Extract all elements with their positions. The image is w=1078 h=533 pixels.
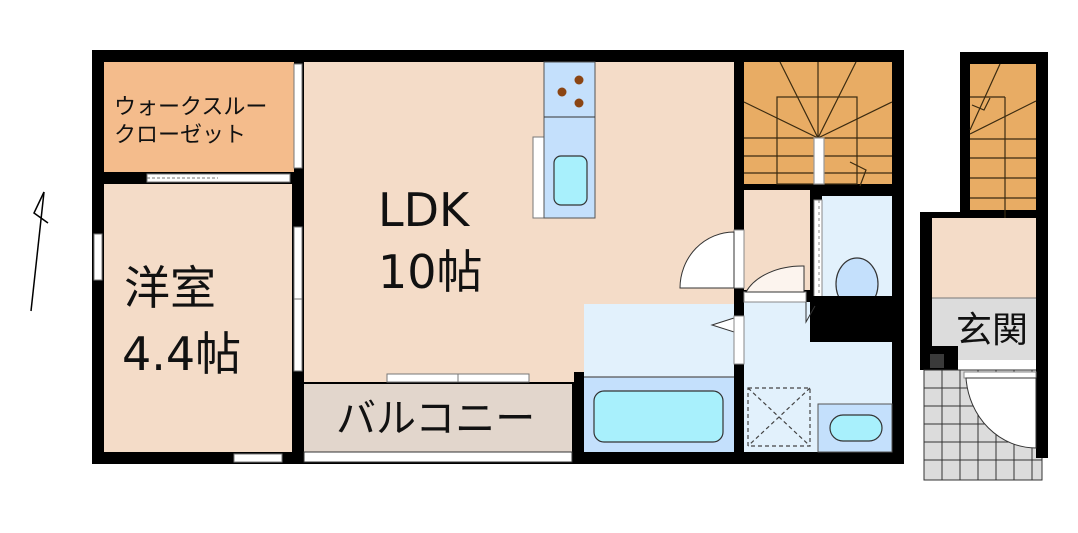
ldk-label: LDK bbox=[378, 183, 471, 237]
bathroom bbox=[584, 304, 735, 452]
western-room-size: 4.4帖 bbox=[122, 327, 241, 381]
windows bbox=[93, 63, 530, 463]
kitchen-counter bbox=[532, 61, 596, 219]
sink-icon bbox=[553, 155, 588, 206]
room-western: 洋室 4.4帖 bbox=[104, 184, 292, 452]
washer-space-icon bbox=[747, 387, 811, 447]
burner-icon bbox=[574, 98, 584, 108]
wash-basin-icon bbox=[829, 414, 883, 442]
north-arrow-icon bbox=[30, 191, 49, 312]
entrance-stairs bbox=[970, 64, 1036, 210]
entrance-label: 玄関 bbox=[956, 310, 1028, 351]
shoe-box-icon bbox=[930, 354, 944, 368]
closet-label-line2: クローゼット bbox=[114, 123, 246, 148]
closet-label-line1: ウォークスルー bbox=[114, 95, 267, 120]
balcony: バルコニー bbox=[303, 384, 573, 463]
ldk-size: 10帖 bbox=[378, 245, 483, 299]
burner-icon bbox=[574, 75, 584, 85]
entrance-door[interactable] bbox=[963, 371, 1037, 449]
bathtub-icon bbox=[593, 390, 724, 443]
balcony-label: バルコニー bbox=[336, 396, 535, 442]
entrance-hall bbox=[932, 218, 1036, 298]
sliding-door[interactable] bbox=[733, 315, 745, 365]
washroom bbox=[744, 296, 893, 453]
staircase bbox=[743, 61, 893, 187]
room-walk-through-closet: ウォークスルー クローゼット bbox=[104, 62, 294, 172]
entrance-foyer: 玄関 bbox=[920, 297, 1036, 370]
western-room-label: 洋室 bbox=[124, 261, 216, 315]
door-ldk-hall[interactable] bbox=[679, 229, 745, 289]
door-hall-washroom[interactable] bbox=[743, 265, 816, 324]
burner-icon bbox=[557, 87, 567, 97]
